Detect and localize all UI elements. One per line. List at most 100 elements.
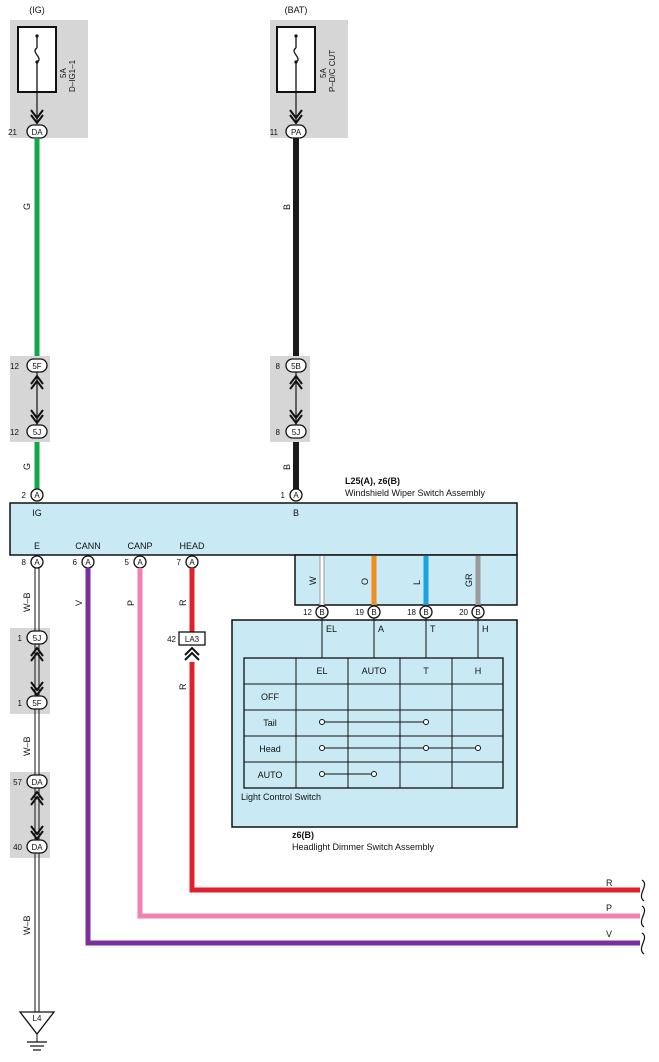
wire-break-icon [640,932,646,955]
ground-triangle-icon [18,1011,56,1036]
junction-down-arrow-icon [30,681,44,697]
la3-connector [178,631,206,646]
fuse-ig-group: (IG) 5A D–IG1–1 21 DA [8,5,88,139]
table-header-t: T [423,666,429,676]
inner-pin-20-num: 20 [459,608,468,617]
fuse-ig-pin-num: 21 [8,128,17,137]
inner-pin-18-conn: B [423,608,428,617]
inner-wire-l-label: L [412,580,422,585]
fuse-bat-rating: 5A [319,68,328,78]
dimmer-switch-assembly: EL A T H EL AUTO T H OFF Tail Head AUTO [231,618,518,852]
junction-down-arrow-icon [30,825,44,841]
wiper-pin-8-conn: A [34,558,40,567]
wiper-pin-2-num: 2 [22,491,27,500]
wiper-switch-name: Windshield Wiper Switch Assembly [345,488,486,498]
light-control-switch-label: Light Control Switch [241,792,321,802]
j5j-low-code: 5J [33,634,41,643]
table-row-auto: AUTO [258,770,283,780]
green-wire-group: G 12 5F 12 5J G [10,138,50,489]
wiper-switch-connector-id: L25(A), z6(B) [345,476,400,486]
wiper-inner-box [294,554,518,606]
inner-wire-gr-label: GR [464,573,474,587]
j5j-b-num: 8 [276,428,281,437]
wire-p-label: P [126,600,136,606]
fuse-bat-arrow-icon [289,109,303,125]
wiper-label-ig: IG [32,508,42,518]
wiper-label-canp: CANP [127,541,152,551]
continuity-tail [319,719,429,725]
wire-pink [137,568,640,919]
wiper-switch-assembly: L25(A), z6(B) Windshield Wiper Switch As… [9,476,518,619]
dimmer-terminal-h: H [482,624,489,634]
j5b-num: 8 [276,362,281,371]
wiper-pin-7-num: 7 [177,558,182,567]
wire-wb2-label: W–B [22,736,32,756]
wire-v-label: V [74,600,84,606]
wiper-label-head: HEAD [179,541,205,551]
fuse-ig-name: D–IG1–1 [68,59,77,92]
ground-code: L4 [33,1014,42,1023]
la3-num: 42 [167,635,176,644]
junction-up-arrow-icon [289,374,303,390]
j5j-b-code: 5J [292,428,300,437]
wiper-pin-2-conn: A [34,491,40,500]
ground-wire-group: W–B 1 5J 1 5F W–B 57 DA 40 DA W–B L4 [10,568,56,1051]
inner-pin-12-conn: B [319,608,324,617]
junction-up-arrow-icon [30,790,44,806]
table-row-head: Head [259,744,281,754]
la3-up-arrow-icon [184,646,200,661]
wire-p-end-label: P [606,903,612,913]
wire-wb1-label: W–B [22,592,32,612]
wire-r1-label: R [178,599,188,606]
wire-break-icon [640,879,646,902]
fuse-bat-name: P–D/C CUT [328,50,337,92]
jda40-code: DA [31,843,43,852]
inner-pin-18-num: 18 [407,608,416,617]
inner-wire-w-label: W [308,576,318,585]
wiper-switch-box [9,502,518,556]
wire-break-icon [640,905,646,928]
wire-red [189,662,640,893]
fuse-ig-arrow-icon [30,109,44,125]
wire-b-bottom-label: B [282,464,292,470]
j5j-low-num: 1 [18,634,23,643]
dimmer-terminal-a: A [378,624,384,634]
table-row-tail: Tail [263,718,277,728]
j5f-low-code: 5F [32,699,41,708]
table-header-el: EL [316,666,327,676]
wire-purple [85,568,640,946]
junction-up-arrow-icon [30,646,44,662]
wire-g-bottom-label: G [22,463,32,470]
j5f-top-num: 12 [10,362,19,371]
table-header-h: H [475,666,482,676]
junction-down-arrow-icon [289,409,303,425]
inner-pin-19-num: 19 [355,608,364,617]
wiper-pin-5-num: 5 [125,558,130,567]
inner-wire-o-label: O [360,578,370,585]
wiper-pin-6-num: 6 [73,558,78,567]
wiper-pin-6-conn: A [85,558,91,567]
signal-wires-group: V V P P R 42 LA3 R R [74,568,646,955]
fuse-bat-source: (BAT) [285,5,308,15]
dimmer-switch-name: Headlight Dimmer Switch Assembly [292,842,435,852]
wiper-label-e: E [34,541,40,551]
table-header-auto: AUTO [362,666,387,676]
wiper-pin-7-conn: A [189,558,195,567]
wiper-pin-1-num: 1 [281,491,286,500]
fuse-bat-pin-num: 11 [270,128,279,137]
fuse-ig-connector: DA [31,128,43,137]
fuse-bat-connector: PA [291,128,302,137]
j5j-top-code: 5J [33,428,41,437]
la3-code: LA3 [185,635,200,644]
j5f-top-code: 5F [32,362,41,371]
j5j-top-num: 12 [10,428,19,437]
junction-up-arrow-icon [30,374,44,390]
wiper-pin-5-conn: A [137,558,143,567]
table-row-off: OFF [261,692,279,702]
wiper-label-cann: CANN [75,541,101,551]
fuse-ig-rating: 5A [59,68,68,78]
fuse-ig-source: (IG) [29,5,45,15]
dimmer-connector-id: z6(B) [292,830,314,840]
wiper-pin-1-conn: A [293,491,299,500]
